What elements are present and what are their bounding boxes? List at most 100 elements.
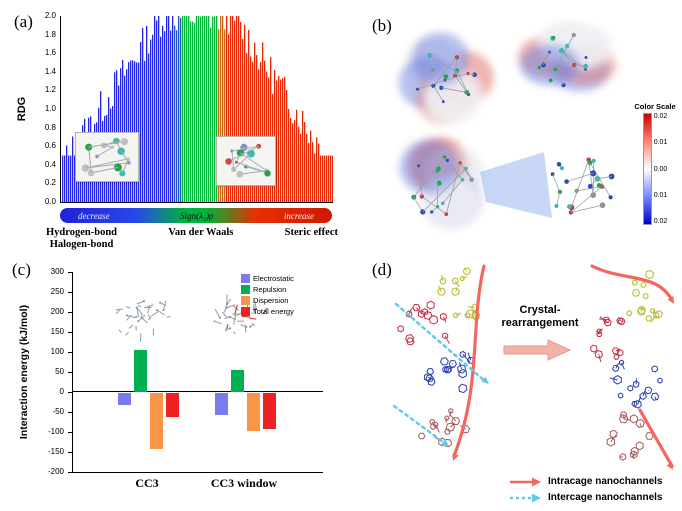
c-y-tick-label: -200 [47,466,64,476]
panel-d-nanochannels: (d) Crystal- rearrangement Intracage nan… [360,252,682,511]
legend-item: Repulsion [241,285,294,294]
panel-d-label: (d) [372,260,392,279]
c-y-tick-label: 0 [59,386,64,396]
legend-swatch [241,307,250,316]
bar-cc3-window-repulsion [230,370,244,392]
molecule-inset-right [216,136,276,186]
c-y-tick-label: 150 [50,326,64,336]
interaction-region-labels: Hydrogen-bond Halogen-bond Van der Waals… [46,227,338,251]
c-x-tick-label: CC3 window [210,476,278,490]
process-label: Crystal- rearrangement [498,304,582,329]
legend-item: Total energy [241,307,294,316]
bar-cc3-electrostatic [117,392,131,405]
legend-swatch [241,274,250,283]
c-y-tick-mark [68,392,72,393]
legend-item: Electrostatic [241,274,294,283]
nanochannel-legend: Intracage nanochannels Intercage nanocha… [508,476,662,503]
panel-c-label: (c) [12,260,31,279]
molecule-inset-left [75,132,139,182]
intracage-arrow-icon [510,477,541,486]
legend-label: Dispersion [253,295,289,305]
c-y-tick-mark [68,412,72,413]
intercage-label: Intercage nanochannels [548,492,663,503]
halogen-bond-label: Halogen-bond [49,238,114,250]
a-y-tick-label: 1.2 [44,85,56,95]
legend-item: Dispersion [241,296,294,305]
c-x-tick-label: CC3 [135,476,159,490]
colorbar-decrease-label: decrease [78,210,110,221]
a-y-tick-label: 1.4 [44,66,56,76]
color-scale-tick: 0.00 [653,165,668,173]
bar-cc3-total-energy [165,392,179,417]
panel-a-rdg: (a) RDG 2.0 1.8 1.6 1.4 1.2 1.0 0.8 0.6 0.4 0.2 0.… [6,4,358,256]
c-y-tick-label: -150 [47,446,64,456]
panel-b-label: (b) [372,16,392,35]
c-y-axis-title: Interaction energy (kJ/mol) [18,304,30,440]
intercage-arrow-icon [510,493,541,502]
bar-cc3-dispersion [149,392,163,449]
colorbar-increase-label: increase [283,210,314,221]
legend-item-intercage: Intercage nanochannels [508,492,662,503]
c-y-tick-mark [68,312,72,313]
c-y-tick-label: 250 [50,286,64,296]
crystal-structure-before [392,264,489,461]
legend-label: Total energy [253,306,294,316]
a-y-tick-label: 0.6 [44,141,56,151]
a-y-tick-label: 0.2 [44,178,56,188]
bar-cc3-repulsion [133,350,147,392]
c-y-tick-mark [68,292,72,293]
x-axis-zero-line [73,391,323,393]
hydrogen-bond-label: Hydrogen-bond [46,227,117,238]
c-y-tick-label: 100 [50,346,64,356]
molecular-surface-graphics [398,21,617,231]
process-label-line1: Crystal- [519,304,561,316]
a-y-tick-label: 0.4 [44,159,56,169]
c-y-tick-mark [68,452,72,453]
c-y-tick-mark [68,352,72,353]
rdg-scatter-plot [60,16,333,203]
legend-item-intracage: Intracage nanochannels [508,476,662,487]
legend-label: Electrostatic [253,273,294,283]
molecule-thumbnail-icon [225,143,271,178]
bar-cc3-window-electrostatic [214,392,228,415]
color-scale-tick: 0.01 [653,139,668,147]
a-y-axis-title: RDG [16,96,28,122]
bar-cc3-window-total-energy [262,392,276,429]
a-y-tick-label: 0.0 [44,196,56,206]
c-y-tick-mark [68,372,72,373]
crystal-structure-after [589,264,674,470]
bar-cc3-window-dispersion [246,392,260,431]
a-y-tick-label: 1.6 [44,48,56,58]
molecule-thumbnail-icon [81,137,131,177]
color-scale-tick: 0.02 [653,113,668,120]
sign-lambda2-rho-colorbar: decrease Sign(λ₂)ρ increase [60,208,332,223]
c-y-tick-label: -50 [52,406,64,416]
a-y-tick-label: 1.8 [44,29,56,39]
a-y-tick-label: 0.8 [44,122,56,132]
legend-swatch [241,296,250,305]
c-y-tick-mark [68,432,72,433]
region-van-der-waals: Van der Waals [168,227,234,238]
c-y-tick-mark [68,332,72,333]
c-y-tick-label: 300 [50,266,64,276]
color-scale-title: Color Scale [634,102,676,111]
a-y-tick-label: 1.0 [44,103,56,113]
c-y-tick-mark [68,472,72,473]
process-label-line2: rearrangement [501,316,579,329]
molecule-sketches [115,294,268,342]
c-y-tick-mark [68,272,72,273]
panel-a-label: (a) [14,12,33,31]
a-y-axis-ticks: 2.0 1.8 1.6 1.4 1.2 1.0 0.8 0.6 0.4 0.2 0.0 [36,12,56,206]
a-y-tick-label: 2.0 [44,11,56,20]
legend-label: Repulsion [253,284,287,294]
colorbar-axis-label: Sign(λ₂)ρ [180,210,214,221]
rearrangement-arrow-icon [503,339,572,361]
